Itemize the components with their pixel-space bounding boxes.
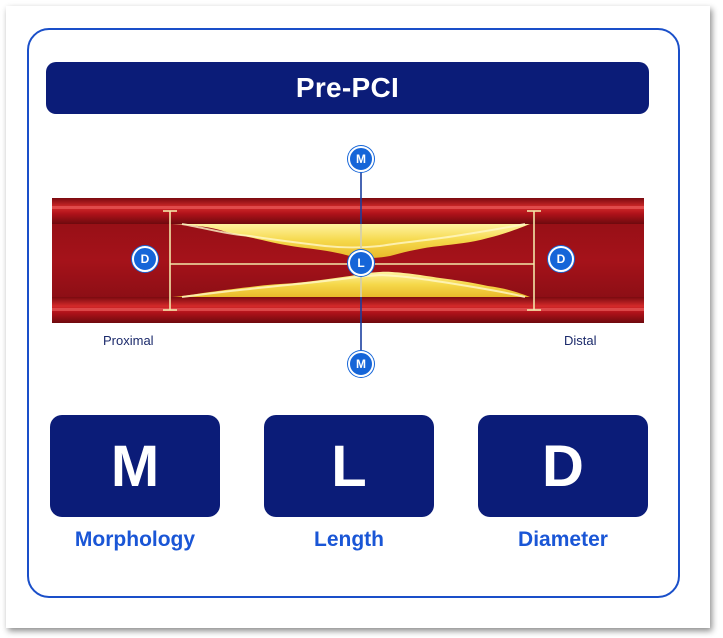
vessel-wall-top [52, 198, 644, 224]
title-bar: Pre-PCI [46, 62, 649, 114]
morphology-box: M [50, 415, 220, 517]
diameter-caption: Diameter [518, 528, 608, 551]
marker-length-center: L [348, 250, 374, 276]
plaque-lower [172, 271, 530, 297]
morphology-letter: M [110, 433, 160, 499]
length-letter: L [331, 433, 367, 499]
diameter-letter: D [542, 433, 584, 499]
distal-label: Distal [564, 333, 597, 348]
length-box: L [264, 415, 434, 517]
plaque-upper [172, 224, 530, 258]
marker-diameter-proximal: D [132, 246, 158, 272]
length-caption: Length [314, 528, 384, 551]
page-title: Pre-PCI [295, 72, 400, 103]
marker-diameter-distal: D [548, 246, 574, 272]
morphology-caption: Morphology [74, 528, 196, 551]
proximal-label: Proximal [103, 333, 154, 348]
diameter-box: D [478, 415, 648, 517]
marker-morphology-bottom: M [348, 351, 374, 377]
marker-morphology-top: M [348, 146, 374, 172]
